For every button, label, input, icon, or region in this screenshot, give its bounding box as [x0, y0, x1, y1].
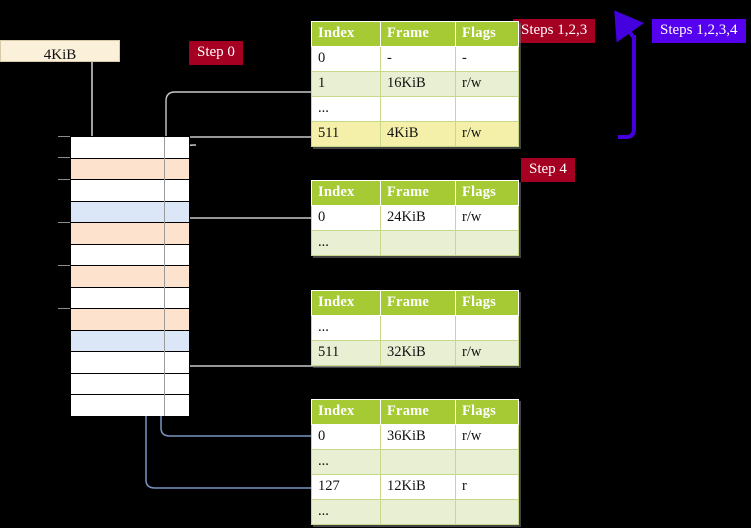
- page-table-pml4: Index Frame Flags 0 - - 1 16KiB r/w ... …: [311, 21, 519, 147]
- page-table-pt: Index Frame Flags 0 36KiB r/w ... 127 12…: [311, 399, 519, 525]
- page-table-pdpt: Index Frame Flags 0 24KiB r/w ...: [311, 180, 519, 256]
- cell-frame: [380, 315, 456, 341]
- table-row: ...: [311, 449, 519, 475]
- col-flags: Flags: [455, 399, 519, 425]
- cell-index: ...: [311, 499, 381, 525]
- col-index: Index: [311, 21, 381, 47]
- cell-index: 511: [311, 121, 381, 147]
- cell-index: ...: [311, 449, 381, 475]
- table-row: 0 - -: [311, 46, 519, 72]
- cell-flags: r/w: [455, 205, 519, 231]
- grid-tick: [58, 157, 70, 158]
- table-row: 127 12KiB r: [311, 474, 519, 500]
- physical-memory-grid: [70, 136, 190, 416]
- page-table-pd: Index Frame Flags ... 511 32KiB r/w: [311, 290, 519, 366]
- cell-flags: -: [455, 46, 519, 72]
- table-row: 1 16KiB r/w: [311, 71, 519, 97]
- cell-frame: [380, 96, 456, 122]
- cell-frame: 4KiB: [380, 121, 456, 147]
- table-row: ...: [311, 315, 519, 341]
- cell-frame: [380, 230, 456, 256]
- cell-flags: [455, 230, 519, 256]
- col-frame: Frame: [380, 180, 456, 206]
- col-frame: Frame: [380, 399, 456, 425]
- cell-index: ...: [311, 96, 381, 122]
- memory-row: [71, 201, 189, 223]
- table-row: 511 32KiB r/w: [311, 340, 519, 366]
- col-index: Index: [311, 180, 381, 206]
- memory-row: [71, 395, 189, 416]
- memory-row: [71, 180, 189, 202]
- cell-frame: -: [380, 46, 456, 72]
- col-flags: Flags: [455, 180, 519, 206]
- cell-frame: 16KiB: [380, 71, 456, 97]
- frame-size-box: 4KiB: [0, 40, 120, 63]
- cell-flags: [455, 315, 519, 341]
- badge-step-4: Step 4: [521, 158, 575, 182]
- table-row: 511 4KiB r/w: [311, 121, 519, 147]
- cell-frame: 32KiB: [380, 340, 456, 366]
- cell-flags: [455, 96, 519, 122]
- cell-index: 1: [311, 71, 381, 97]
- cell-index: 127: [311, 474, 381, 500]
- table-header-row: Index Frame Flags: [311, 399, 519, 425]
- memory-row: [71, 287, 189, 309]
- badge-step-0: Step 0: [189, 41, 243, 65]
- cell-flags: [455, 449, 519, 475]
- memory-row: [71, 223, 189, 245]
- cell-flags: [455, 499, 519, 525]
- badge-steps-1234: Steps 1,2,3,4: [652, 19, 746, 43]
- memory-row: [71, 137, 189, 159]
- grid-tick: [58, 308, 70, 309]
- cell-flags: r/w: [455, 424, 519, 450]
- cell-frame: 36KiB: [380, 424, 456, 450]
- memory-row: [71, 373, 189, 395]
- cell-index: 0: [311, 46, 381, 72]
- col-frame: Frame: [380, 290, 456, 316]
- cell-frame: 24KiB: [380, 205, 456, 231]
- badge-steps-123: Steps 1,2,3: [513, 19, 596, 43]
- memory-row: [71, 352, 189, 374]
- memory-grid-divider: [164, 137, 165, 416]
- grid-tick: [58, 136, 70, 137]
- cell-index: 0: [311, 205, 381, 231]
- cell-frame: [380, 449, 456, 475]
- cell-flags: r/w: [455, 71, 519, 97]
- grid-tick: [58, 179, 70, 180]
- cell-flags: r/w: [455, 121, 519, 147]
- cell-frame: 12KiB: [380, 474, 456, 500]
- table-row: ...: [311, 96, 519, 122]
- memory-row: [71, 330, 189, 352]
- col-frame: Frame: [380, 21, 456, 47]
- col-flags: Flags: [455, 290, 519, 316]
- table-row: ...: [311, 230, 519, 256]
- memory-row: [71, 309, 189, 331]
- cell-index: 0: [311, 424, 381, 450]
- cell-flags: r: [455, 474, 519, 500]
- cell-index: 511: [311, 340, 381, 366]
- grid-tick: [58, 222, 70, 223]
- table-header-row: Index Frame Flags: [311, 180, 519, 206]
- cell-index: ...: [311, 315, 381, 341]
- memory-row: [71, 266, 189, 288]
- table-header-row: Index Frame Flags: [311, 21, 519, 47]
- memory-row: [71, 244, 189, 266]
- table-row: 0 36KiB r/w: [311, 424, 519, 450]
- cell-index: ...: [311, 230, 381, 256]
- col-index: Index: [311, 290, 381, 316]
- arrow-steps-1234-loop: [614, 10, 644, 139]
- table-header-row: Index Frame Flags: [311, 290, 519, 316]
- memory-row: [71, 158, 189, 180]
- table-row: ...: [311, 499, 519, 525]
- cell-flags: r/w: [455, 340, 519, 366]
- table-row: 0 24KiB r/w: [311, 205, 519, 231]
- cell-frame: [380, 499, 456, 525]
- col-index: Index: [311, 399, 381, 425]
- col-flags: Flags: [455, 21, 519, 47]
- grid-tick: [58, 265, 70, 266]
